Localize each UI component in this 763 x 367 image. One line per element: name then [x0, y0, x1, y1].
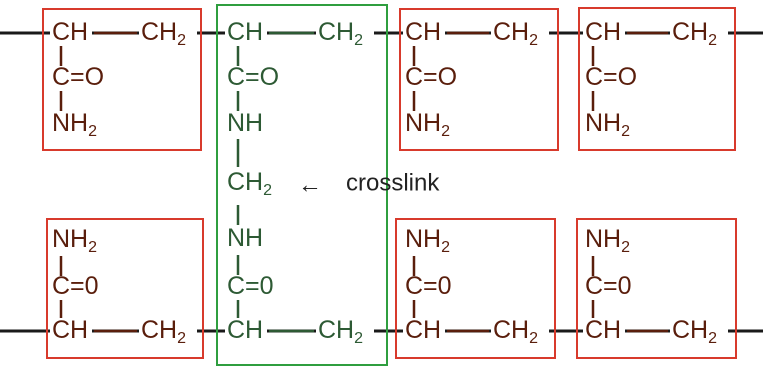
col-1-top-nh2: NH2 — [52, 109, 97, 141]
col-3-top-ch2: CH2 — [493, 18, 538, 50]
col-4-top-ch2: CH2 — [672, 18, 717, 50]
col-1-top-co: C=O — [52, 63, 104, 91]
col-3-top-co: C=O — [405, 63, 457, 91]
col-2-top-ch2-mask — [316, 19, 374, 53]
col-4-top-nh2: NH2 — [585, 109, 630, 141]
monomer-box-top-3 — [399, 8, 559, 151]
col-1-bot-co: C=0 — [52, 272, 99, 300]
col-4-top-ch2-mask — [670, 19, 728, 53]
col-3-bot-co: C=0 — [405, 272, 452, 300]
col-1-bot-ch2-mask — [139, 317, 197, 351]
col-4-top-co: C=O — [585, 63, 637, 91]
col-2-co-top: C=O — [227, 63, 279, 91]
col-2-co-bot: C=0 — [227, 272, 274, 300]
col-2-bot-ch-mask — [225, 317, 267, 347]
col-4-bot-ch2: CH2 — [672, 316, 717, 348]
col-2-nh-bot: NH — [227, 224, 263, 252]
col-3-top-ch-mask — [403, 19, 445, 49]
col-2-top-ch-mask — [225, 19, 267, 49]
col-4-top-ch: CH — [585, 18, 621, 46]
col-3-top-ch: CH — [405, 18, 441, 46]
col-4-bot-co: C=0 — [585, 272, 632, 300]
col-2-bot-ch: CH — [227, 316, 263, 344]
col-4-top-ch-mask — [583, 19, 625, 49]
col-2-bot-ch2-mask — [316, 317, 374, 351]
col-1-top-ch2-mask — [139, 19, 197, 53]
col-1-top-ch2: CH2 — [141, 18, 186, 50]
crosslink-arrow-icon: ← — [298, 171, 322, 198]
col-1-top-ch: CH — [52, 18, 88, 46]
col-1-bot-ch: CH — [52, 316, 88, 344]
col-2-ch2-mid: CH2 — [227, 168, 272, 200]
col-3-top-ch2-mask — [491, 19, 549, 53]
col-1-bot-ch-mask — [50, 317, 92, 347]
crosslink-box — [216, 4, 388, 366]
col-2-top-ch: CH — [227, 18, 263, 46]
col-4-bot-ch-mask — [583, 317, 625, 347]
crosslink-note: crosslink — [346, 169, 440, 196]
col-2-top-ch2: CH2 — [318, 18, 363, 50]
monomer-box-top-4 — [578, 7, 736, 151]
monomer-box-bottom-3 — [395, 218, 556, 359]
col-2-nh-top: NH — [227, 109, 263, 137]
col-4-bot-ch2-mask — [670, 317, 728, 351]
monomer-box-top-1 — [42, 8, 202, 151]
col-3-bot-ch-mask — [403, 317, 445, 347]
col-4-bot-ch: CH — [585, 316, 621, 344]
col-3-top-nh2: NH2 — [405, 109, 450, 141]
monomer-box-bottom-1 — [46, 218, 204, 359]
col-3-bot-ch2: CH2 — [493, 316, 538, 348]
col-3-bot-nh2: NH2 — [405, 225, 450, 257]
monomer-box-bottom-4 — [576, 218, 737, 359]
bonds-layer — [50, 19, 728, 351]
col-3-bot-ch: CH — [405, 316, 441, 344]
col-2-bot-ch2: CH2 — [318, 316, 363, 348]
col-1-bot-ch2: CH2 — [141, 316, 186, 348]
col-1-top-ch-mask — [50, 19, 92, 49]
col-1-bot-nh2: NH2 — [52, 225, 97, 257]
col-4-bot-nh2: NH2 — [585, 225, 630, 257]
col-3-bot-ch2-mask — [491, 317, 549, 351]
